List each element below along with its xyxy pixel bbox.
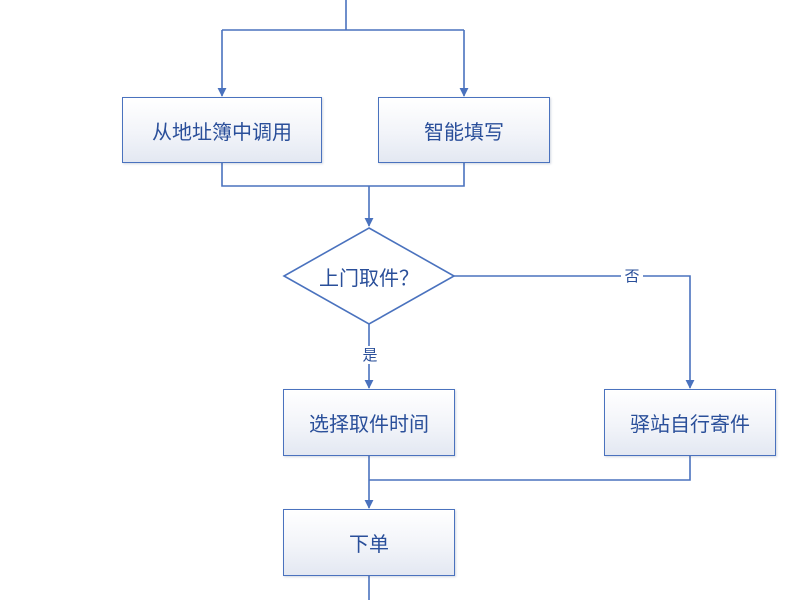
connector-top-split [222,0,464,31]
node-station-send-label: 驿站自行寄件 [630,412,750,436]
connector-station-to-order [369,456,691,481]
connector-merge [221,162,465,187]
node-smart-fill-label: 智能填写 [424,119,504,144]
edge-label-yes: 是 [359,346,381,364]
node-choose-time-label: 选择取件时间 [309,412,429,436]
node-address-book: 从地址簿中调用 [122,97,322,163]
node-station-send: 驿站自行寄件 [604,389,776,456]
arrow-no-branch [454,275,695,389]
node-pickup-decision-label: 上门取件？ [319,265,419,290]
edge-label-no: 否 [621,267,643,285]
node-smart-fill: 智能填写 [378,97,550,163]
node-address-book-label: 从地址簿中调用 [152,119,292,144]
node-place-order: 下单 [283,509,455,576]
node-choose-time: 选择取件时间 [283,389,455,456]
node-place-order-label: 下单 [349,532,389,556]
